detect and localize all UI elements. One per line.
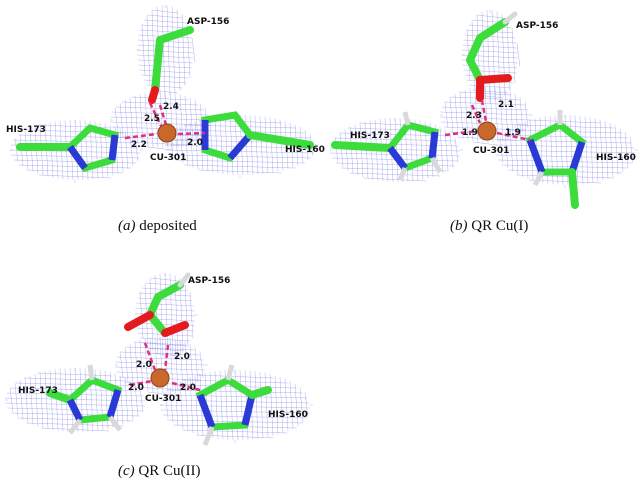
panel-b-structure: ASP-156 HIS-173 HIS-160 CU-301 2.1 2.3 1… xyxy=(330,10,638,209)
coordination-bonds xyxy=(124,102,206,140)
coordination-bonds xyxy=(444,99,531,142)
caption-c: (c) QR Cu(II) xyxy=(118,463,201,479)
his-160-residue xyxy=(525,110,587,209)
distance-his160: 2.0 xyxy=(187,138,203,148)
panel-a-structure: ASP-156 HIS-173 HIS-160 CU-301 2.4 2.5 2… xyxy=(6,5,325,183)
label-asp-156: ASP-156 xyxy=(187,17,229,27)
distance-od2: 2.3 xyxy=(466,111,482,121)
his-173-residue xyxy=(331,111,443,181)
his-160-residue xyxy=(201,111,314,163)
copper-atom xyxy=(477,121,497,141)
distance-od1: 2.4 xyxy=(163,102,179,112)
label-his-160: HIS-160 xyxy=(268,410,308,420)
panel-a-deposited: ASP-156 HIS-173 HIS-160 CU-301 2.4 2.5 2… xyxy=(0,0,325,245)
his-173-residue xyxy=(46,364,123,435)
distance-od1: 2.1 xyxy=(498,100,514,110)
his-160-residue xyxy=(195,364,272,446)
copper-atom xyxy=(157,123,177,143)
asp-156-residue xyxy=(466,11,518,102)
distance-od2: 2.0 xyxy=(136,360,152,370)
label-cu-301: CU-301 xyxy=(150,153,186,163)
copper-atom xyxy=(150,368,170,388)
distance-his160: 2.0 xyxy=(180,383,196,393)
label-asp-156: ASP-156 xyxy=(188,276,230,286)
panel-b-qr-cu-i: ASP-156 HIS-173 HIS-160 CU-301 2.1 2.3 1… xyxy=(320,0,640,245)
caption-a: (a) deposited xyxy=(118,218,197,234)
label-his-173: HIS-173 xyxy=(350,131,390,141)
distance-od1: 2.0 xyxy=(174,352,190,362)
label-his-173: HIS-173 xyxy=(6,125,46,135)
distance-his160: 1.9 xyxy=(505,128,521,138)
label-his-160: HIS-160 xyxy=(596,153,636,163)
panel-c-qr-cu-ii: ASP-156 HIS-173 HIS-160 CU-301 2.0 2.0 2… xyxy=(0,245,320,490)
coordination-bonds xyxy=(129,342,201,392)
asp-156-residue xyxy=(148,26,194,104)
label-asp-156: ASP-156 xyxy=(516,21,558,31)
distance-od2: 2.5 xyxy=(144,114,160,124)
label-cu-301: CU-301 xyxy=(473,146,509,156)
label-his-173: HIS-173 xyxy=(18,386,58,396)
panel-c-structure: ASP-156 HIS-173 HIS-160 CU-301 2.0 2.0 2… xyxy=(5,272,313,446)
label-cu-301: CU-301 xyxy=(145,394,181,404)
asp-156-residue xyxy=(124,272,191,337)
distance-his173: 2.0 xyxy=(128,383,144,393)
distance-his173: 2.2 xyxy=(131,140,147,150)
distance-his173: 1.9 xyxy=(462,128,478,138)
label-his-160: HIS-160 xyxy=(285,145,325,155)
his-173-residue xyxy=(16,124,119,173)
caption-b: (b) QR Cu(I) xyxy=(450,218,529,234)
